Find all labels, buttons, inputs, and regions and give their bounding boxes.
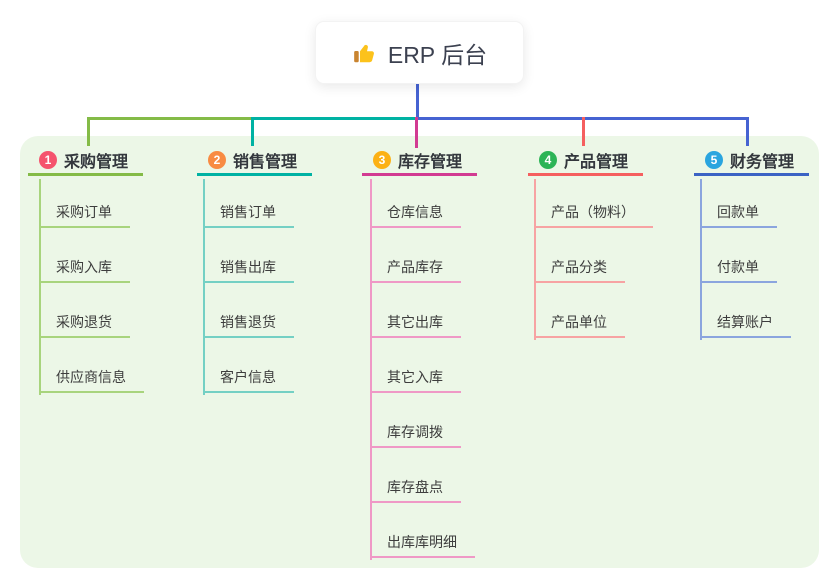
- branch-label: 财务管理: [730, 154, 795, 171]
- child-node-receipt-bill[interactable]: 回款单: [700, 201, 777, 228]
- branches-panel: [20, 136, 819, 568]
- branch-number-badge: 5: [705, 151, 723, 169]
- branch-connector-line: [39, 179, 41, 395]
- child-node-other-outbound[interactable]: 其它出库: [370, 311, 461, 338]
- child-node-stock-transfer[interactable]: 库存调拨: [370, 421, 461, 448]
- root-label: ERP 后台: [387, 41, 488, 68]
- child-node-purchase-inbound[interactable]: 采购入库: [39, 256, 130, 283]
- branch-number-badge: 3: [373, 151, 391, 169]
- drop-line-purchase: [87, 117, 90, 146]
- branch-label: 采购管理: [64, 154, 129, 171]
- child-node-settlement-account[interactable]: 结算账户: [700, 311, 791, 338]
- child-node-payment-bill[interactable]: 付款单: [700, 256, 777, 283]
- branch-label: 产品管理: [564, 154, 629, 171]
- drop-line-sales: [251, 117, 254, 146]
- child-node-product-category[interactable]: 产品分类: [534, 256, 625, 283]
- child-node-sales-order[interactable]: 销售订单: [203, 201, 294, 228]
- thumbs-up-icon: [352, 40, 378, 66]
- branch-number-badge: 2: [208, 151, 226, 169]
- trunk-line: [416, 84, 419, 118]
- drop-line-finance: [746, 117, 749, 146]
- child-node-product-unit[interactable]: 产品单位: [534, 311, 625, 338]
- child-node-sales-outbound[interactable]: 销售出库: [203, 256, 294, 283]
- child-node-warehouse-info[interactable]: 仓库信息: [370, 201, 461, 228]
- branch-header-product[interactable]: 4 产品管理: [528, 147, 643, 176]
- bus-line-teal: [251, 117, 417, 120]
- branch-connector-line: [700, 179, 702, 340]
- child-node-product-material[interactable]: 产品（物料）: [534, 201, 653, 228]
- root-node-erp[interactable]: ERP 后台: [315, 21, 524, 84]
- drop-line-product: [582, 117, 585, 146]
- child-node-supplier-info[interactable]: 供应商信息: [39, 366, 144, 393]
- child-node-stock-count[interactable]: 库存盘点: [370, 476, 461, 503]
- branch-number-badge: 4: [539, 151, 557, 169]
- branch-header-sales[interactable]: 2 销售管理: [197, 147, 312, 176]
- branch-connector-line: [534, 179, 536, 340]
- branch-connector-line: [370, 179, 372, 560]
- branch-number-badge: 1: [39, 151, 57, 169]
- child-node-outbound-details[interactable]: 出库库明细: [370, 531, 475, 558]
- branch-label: 销售管理: [233, 154, 298, 171]
- child-node-other-inbound[interactable]: 其它入库: [370, 366, 461, 393]
- branch-header-inventory[interactable]: 3 库存管理: [362, 147, 477, 176]
- child-node-product-stock[interactable]: 产品库存: [370, 256, 461, 283]
- child-node-sales-return[interactable]: 销售退货: [203, 311, 294, 338]
- branch-connector-line: [203, 179, 205, 395]
- bus-line-green: [87, 117, 253, 120]
- drop-line-inventory: [415, 117, 418, 148]
- child-node-purchase-return[interactable]: 采购退货: [39, 311, 130, 338]
- child-node-customer-info[interactable]: 客户信息: [203, 366, 294, 393]
- child-node-purchase-order[interactable]: 采购订单: [39, 201, 130, 228]
- branch-header-finance[interactable]: 5 财务管理: [694, 147, 809, 176]
- branch-label: 库存管理: [398, 154, 463, 171]
- branch-header-purchase[interactable]: 1 采购管理: [28, 147, 143, 176]
